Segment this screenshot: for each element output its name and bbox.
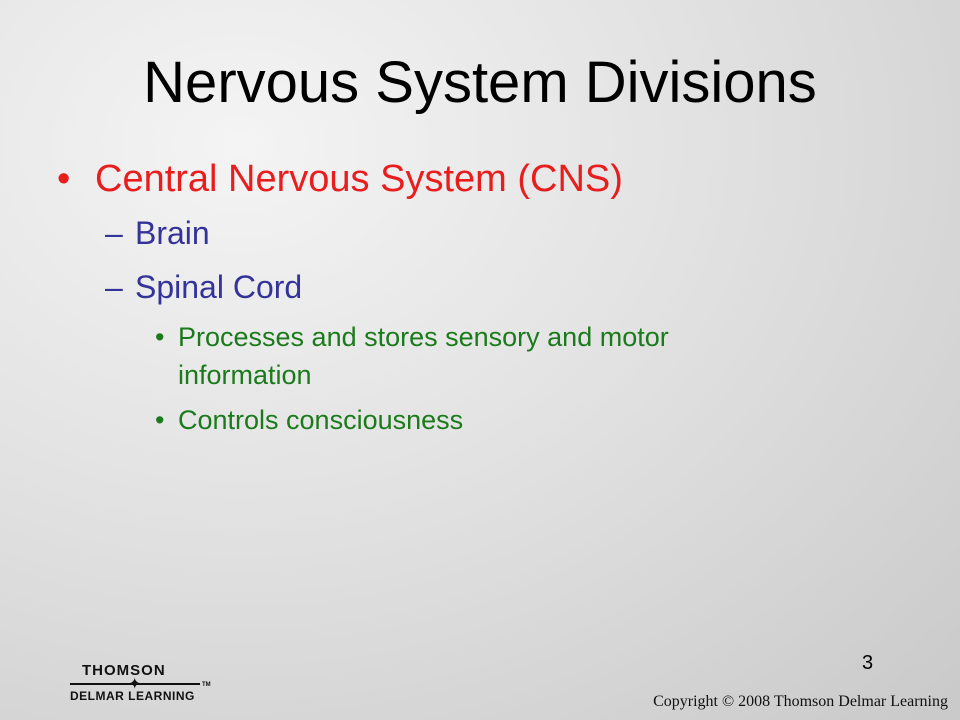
bullet-dot-icon: •: [57, 158, 71, 200]
bullet-level1-text: Central Nervous System (CNS): [95, 158, 623, 200]
slide-number: 3: [862, 652, 874, 674]
bullet-level3-text: Controls consciousness: [178, 405, 464, 435]
bullet-level3-text: Processes and stores sensory and motor i…: [178, 322, 669, 390]
slide-title: Nervous System Divisions: [143, 50, 817, 115]
bullet-dot-icon: •: [155, 405, 165, 435]
dash-icon: –: [105, 269, 123, 305]
logo-star-icon: ✦: [128, 676, 142, 693]
bullet-level2-brain: –Brain: [105, 213, 210, 253]
thomson-delmar-logo: THOMSON ✦ DELMAR LEARNING TM: [68, 662, 218, 704]
bullet-level2-text: Spinal Cord: [135, 269, 303, 305]
bullet-level3-controls: • Controls consciousness: [155, 401, 795, 439]
bullet-dot-icon: •: [155, 322, 165, 352]
bullet-level2-spinal-cord: –Spinal Cord: [105, 267, 302, 307]
logo-divider-line: [70, 683, 200, 685]
bullet-level3-processes: • Processes and stores sensory and motor…: [155, 318, 795, 394]
dash-icon: –: [105, 215, 123, 251]
logo-tm-mark: TM: [202, 682, 211, 688]
copyright-notice: Copyright © 2008 Thomson Delmar Learning: [653, 693, 948, 710]
logo-top-text: THOMSON: [82, 662, 166, 679]
logo-bottom-text: DELMAR LEARNING: [70, 689, 195, 703]
bullet-level1-cns: • Central Nervous System (CNS): [57, 155, 623, 203]
bullet-level2-text: Brain: [135, 215, 210, 251]
